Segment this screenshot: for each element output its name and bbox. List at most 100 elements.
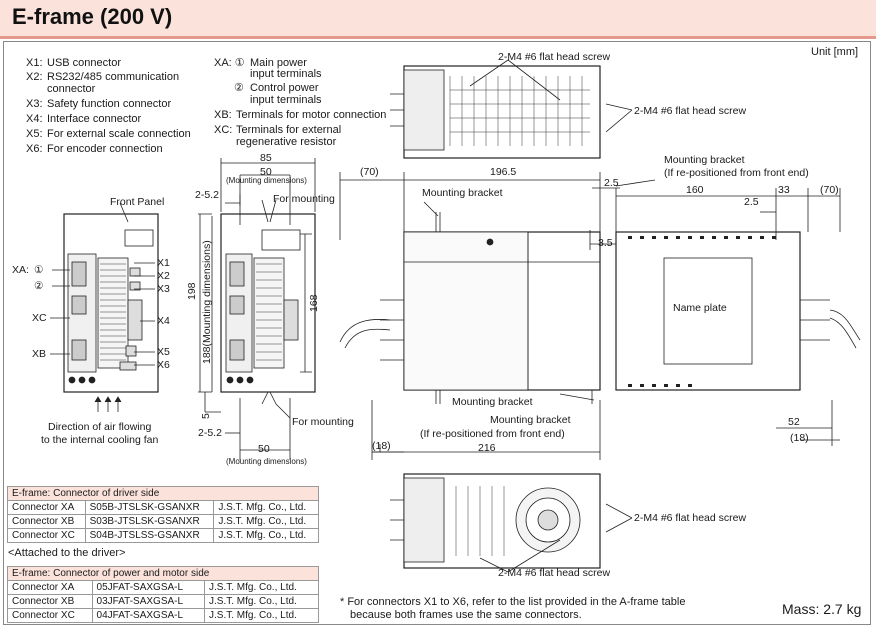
mounting-dims-bottom: (Mounting dimensions) [226, 457, 307, 466]
page-header: E-frame (200 V) [0, 0, 876, 39]
legend-desc: Interface connector [47, 113, 142, 125]
mounting-bracket-label: Mounting bracket [422, 187, 503, 199]
legend-code: X5: [26, 128, 43, 140]
dim-52: 52 [788, 416, 800, 428]
table-cell: Connector XB [7, 514, 86, 529]
dim-198: 198 [186, 282, 198, 300]
legend-code: X2: [26, 71, 43, 83]
mounting-bracket-repos-label: (If re-positioned from front end) [420, 428, 565, 440]
mounting-bracket-label-2: Mounting bracket [452, 396, 533, 408]
airflow-label: Direction of air flowing [48, 421, 152, 433]
mb-repos-right2: (If re-positioned from front end) [664, 167, 809, 179]
name-plate-label: Name plate [673, 302, 727, 314]
dim-70-left: (70) [360, 166, 379, 178]
rear-view [615, 179, 861, 446]
legend-desc: Safety function connector [47, 98, 172, 110]
xa2-label: ② [34, 280, 44, 292]
screw-bottom-right-label: 2-M4 #6 flat head screw [634, 512, 747, 524]
table-cell: J.S.T. Mfg. Co., Ltd. [204, 580, 319, 595]
mass-label: Mass: 2.7 kg [782, 601, 862, 617]
for-mounting-top: For mounting [273, 193, 335, 205]
dim-5: 5 [200, 413, 212, 419]
table-cell: S04B-JTSLSS-GSANXR [84, 528, 215, 543]
footnote: because both frames use the same connect… [350, 609, 582, 621]
dim-2-5.2-top: 2-5.2 [195, 189, 219, 201]
bottom-view [390, 473, 633, 573]
x4-label: X4 [157, 315, 170, 327]
x2-label: X2 [157, 270, 170, 282]
mounting-dims-vert: 188(Mounting dimensions) [201, 240, 213, 364]
mounting-dims-top: (Mounting dimensions) [226, 176, 307, 185]
dim-2.5-b: 2.5 [744, 196, 759, 208]
dim-70-right: (70) [820, 184, 839, 196]
footnote: * For connectors X1 to X6, refer to the … [340, 596, 686, 608]
table-cell: Connector XA [7, 580, 93, 595]
xa1-label: ① [34, 264, 44, 276]
x1-label: X1 [157, 257, 170, 269]
dim-18-right: (18) [790, 432, 809, 444]
table-cell: 04JFAT-SAXGSA-L [91, 608, 206, 623]
dim-3.5: 3.5 [598, 237, 613, 249]
table-cell: S05B-JTSLSK-GSANXR [84, 500, 215, 515]
table-cell: J.S.T. Mfg. Co., Ltd. [213, 514, 319, 529]
legend-code: X1: [26, 57, 43, 69]
mb-repos-right: Mounting bracket [664, 154, 745, 166]
for-mounting-bottom: For mounting [292, 416, 354, 428]
dim-50-bottom: 50 [258, 443, 270, 455]
dim-85: 85 [260, 152, 272, 164]
table-cell: J.S.T. Mfg. Co., Ltd. [204, 594, 319, 609]
side-view [339, 172, 620, 460]
dim-50-top: 50 [260, 166, 272, 178]
legend-code: X6: [26, 143, 43, 155]
legend-desc: RS232/485 communication [47, 71, 180, 83]
power-motor-connector-table: E-frame: Connector of power and motor si… [7, 566, 319, 623]
legend-desc: For encoder connection [47, 143, 163, 155]
table-cell: S03B-JTSLSK-GSANXR [84, 514, 215, 529]
front-view-dimensioned [198, 158, 316, 460]
table-cell: Connector XC [7, 608, 93, 623]
legend-code: X4: [26, 113, 43, 125]
legend-desc: Main power [250, 57, 307, 69]
screw-bottom-label: 2-M4 #6 flat head screw [498, 567, 611, 579]
table-cell: 05JFAT-SAXGSA-L [91, 580, 206, 595]
table-cell: J.S.T. Mfg. Co., Ltd. [213, 500, 319, 515]
mounting-bracket-label-3: Mounting bracket [490, 414, 571, 426]
dim-216: 216 [478, 442, 496, 454]
dim-2.5-a: 2.5 [604, 177, 619, 189]
page-title: E-frame (200 V) [12, 4, 173, 29]
xa-label: XA: [12, 264, 29, 276]
x5-label: X5 [157, 346, 170, 358]
dim-160: 160 [686, 184, 704, 196]
legend-desc: For external scale connection [47, 128, 191, 140]
x6-label: X6 [157, 359, 170, 371]
xb-label: XB [32, 348, 47, 360]
table-cell: Connector XA [7, 500, 86, 515]
screw-top-right-label: 2-M4 #6 flat head screw [634, 105, 747, 117]
top-view [390, 59, 633, 159]
table-cell: J.S.T. Mfg. Co., Ltd. [213, 528, 319, 543]
driver-side-connector-table: E-frame: Connector of driver side Connec… [7, 486, 319, 543]
legend-desc: input terminals [250, 94, 322, 106]
legend-desc: USB connector [47, 57, 121, 69]
table-cell: J.S.T. Mfg. Co., Ltd. [204, 608, 319, 623]
front-view-driver [50, 202, 159, 412]
table-cell: 03JFAT-SAXGSA-L [91, 594, 206, 609]
legend-desc: Control power [250, 82, 319, 94]
legend-desc: Terminals for external [236, 124, 342, 136]
dim-196.5: 196.5 [490, 166, 517, 178]
drawing-frame [3, 41, 871, 625]
table-cell: Connector XC [7, 528, 86, 543]
legend-desc: Terminals for motor connection [236, 109, 387, 121]
dim-2-5.2-bottom: 2-5.2 [198, 427, 222, 439]
legend-code: XC: [214, 124, 233, 136]
legend-desc: connector [47, 83, 96, 95]
attached-label: <Attached to the driver> [8, 547, 126, 559]
x3-label: X3 [157, 283, 170, 295]
dim-18-left: (18) [372, 440, 391, 452]
